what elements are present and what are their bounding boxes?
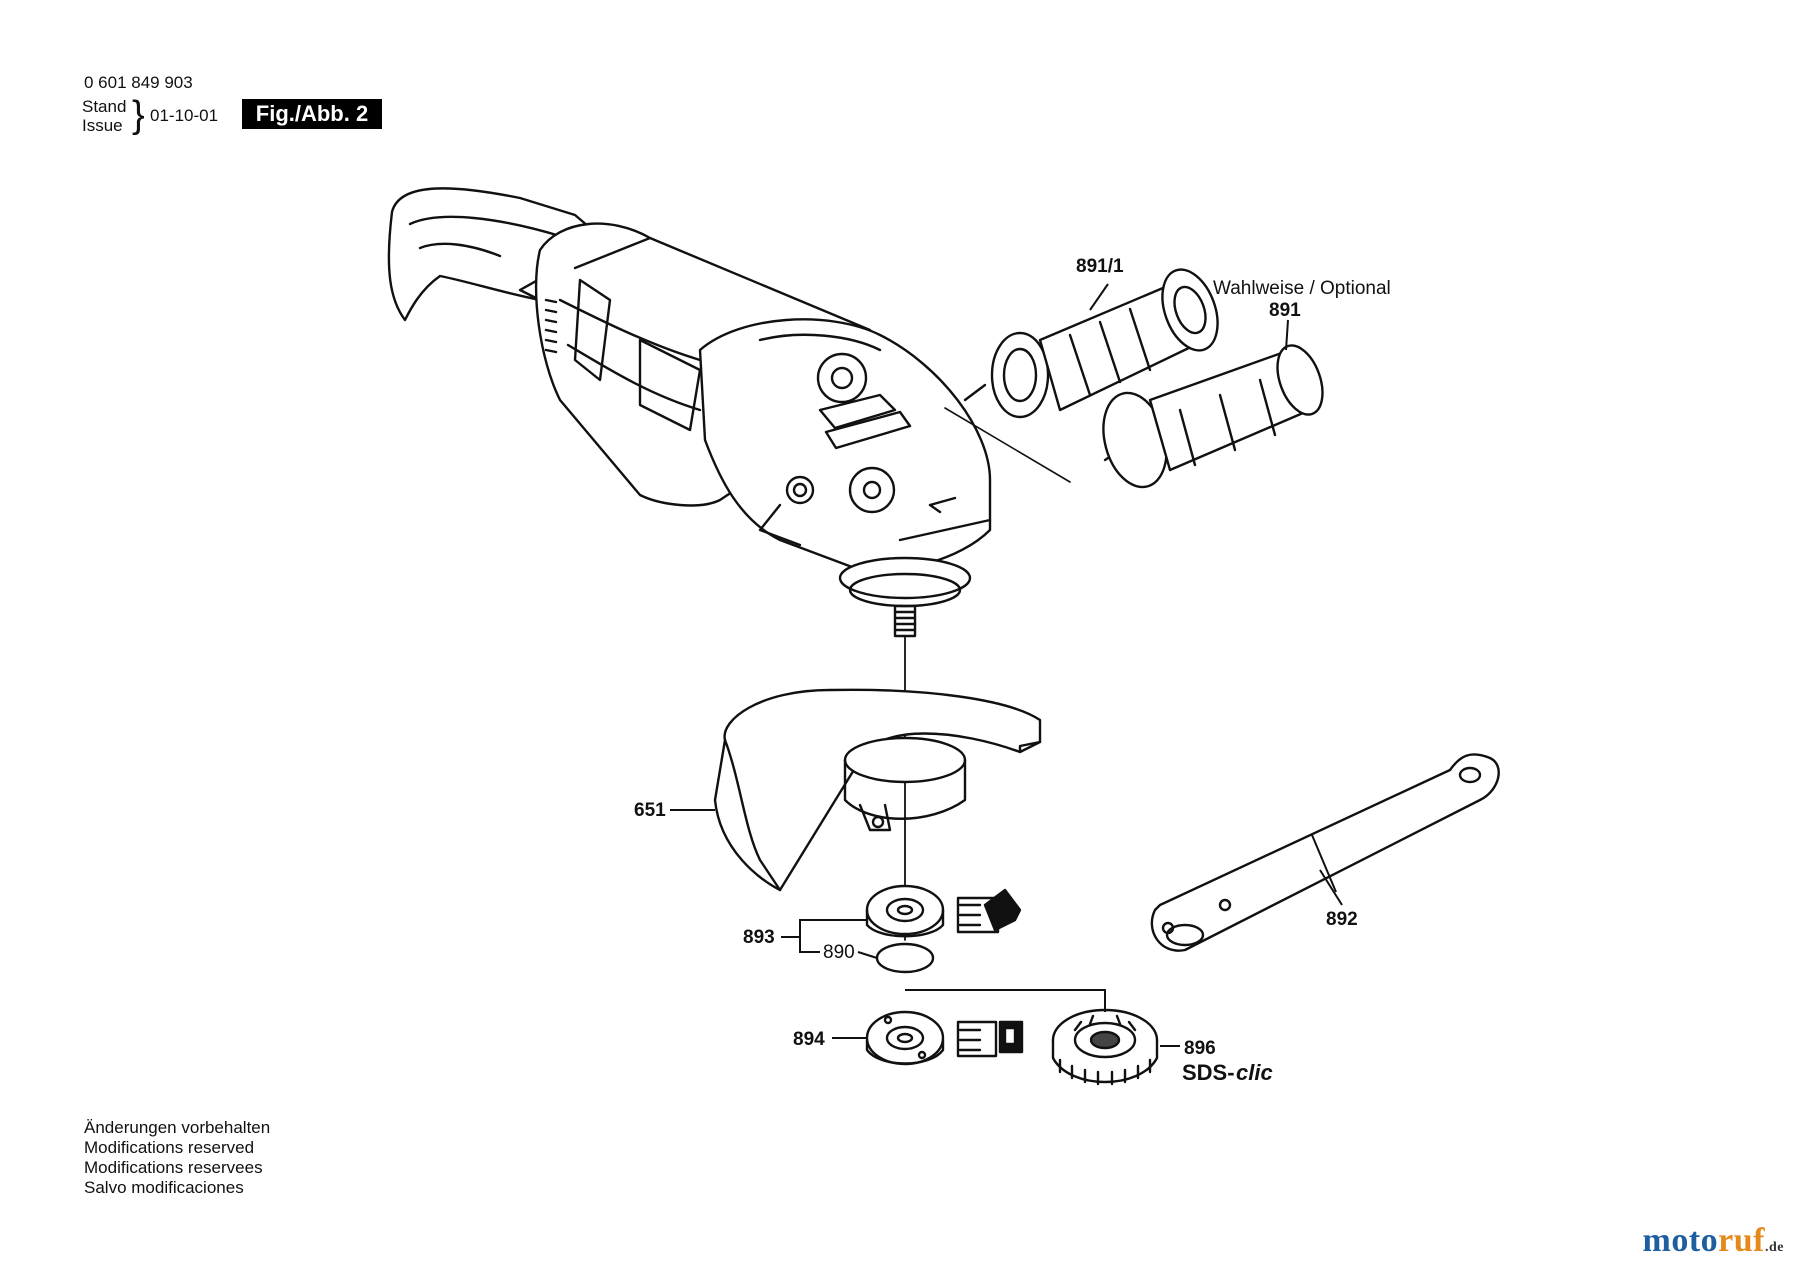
brand-tld: .de xyxy=(1765,1240,1784,1255)
side-handle-891 xyxy=(1102,344,1324,489)
label-893: 893 xyxy=(743,927,775,948)
mounting-flange-893 xyxy=(865,884,945,938)
nut-profile-icon xyxy=(956,1020,1024,1058)
brace-symbol: } xyxy=(132,94,145,136)
brand-ruf: ruf xyxy=(1718,1222,1765,1259)
document-number: 0 601 849 903 xyxy=(84,73,193,92)
stand-label: Stand xyxy=(82,97,127,116)
figure-label: Fig./Abb. 2 xyxy=(242,99,382,129)
note-line: Salvo modificaciones xyxy=(84,1178,244,1197)
note-line: Änderungen vorbehalten xyxy=(84,1118,271,1137)
two-pin-spanner-892 xyxy=(1150,753,1500,952)
label-optional: Wahlweise / Optional xyxy=(1213,278,1391,299)
o-ring-890 xyxy=(875,942,935,974)
label-892: 892 xyxy=(1326,909,1358,930)
label-651: 651 xyxy=(634,800,666,821)
label-890: 890 xyxy=(823,942,855,963)
clamping-nut-894 xyxy=(865,1010,945,1066)
label-sds: SDS- xyxy=(1182,1060,1235,1085)
brand-moto: moto xyxy=(1642,1222,1719,1259)
quick-clamping-nut-896 xyxy=(1051,1008,1159,1086)
issue-label: Issue xyxy=(82,116,123,135)
label-894: 894 xyxy=(793,1029,825,1050)
label-891-1: 891/1 xyxy=(1076,256,1124,277)
angle-grinder xyxy=(387,187,992,638)
modification-notes: Änderungen vorbehalten Modifications res… xyxy=(84,1118,270,1198)
flange-profile-icon xyxy=(956,888,1022,934)
side-handle-891-1 xyxy=(963,268,1219,419)
wheel-guard-651 xyxy=(713,688,1042,892)
brand-logo: motoruf.de xyxy=(1643,1222,1784,1260)
issue-date: 01-10-01 xyxy=(150,106,219,125)
leader-lines xyxy=(670,283,1343,1047)
label-891: 891 xyxy=(1269,300,1301,321)
note-line: Modifications reserved xyxy=(84,1138,255,1157)
label-clic: clic xyxy=(1236,1060,1273,1085)
label-896: 896 xyxy=(1184,1038,1216,1059)
note-line: Modifications reservees xyxy=(84,1158,263,1177)
handle-connector-line xyxy=(944,407,1071,483)
